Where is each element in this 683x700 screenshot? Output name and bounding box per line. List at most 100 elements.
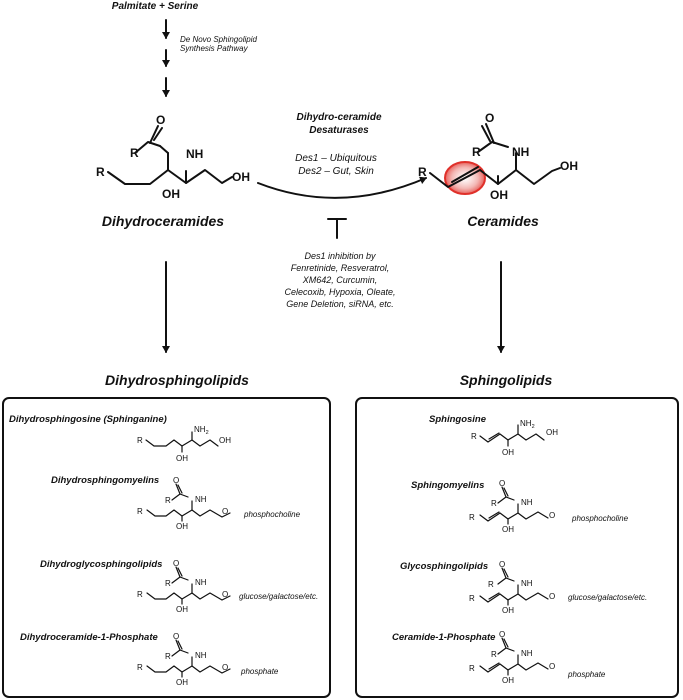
atom-r: R bbox=[469, 513, 475, 522]
atom-r2: R bbox=[165, 579, 171, 588]
enzyme-title-1: Dihydro-ceramide bbox=[296, 112, 381, 123]
atom-o2: O bbox=[549, 662, 555, 671]
atom-nh: NH bbox=[521, 579, 533, 588]
atom-o: O bbox=[173, 476, 179, 485]
des2-label: Des2 – Gut, Skin bbox=[298, 166, 374, 177]
pathway-label-1: De Novo Sphingolipid bbox=[180, 35, 257, 44]
atom-r: R bbox=[137, 590, 143, 599]
atom-r2: R bbox=[165, 496, 171, 505]
atom-r: R bbox=[137, 663, 143, 672]
atom-oh: OH bbox=[490, 188, 508, 202]
right-item-name-1: Sphingosine bbox=[429, 414, 487, 425]
ceramide-structure: R O R NH OH OH bbox=[418, 111, 578, 202]
right-panel bbox=[355, 397, 679, 698]
atom-oh2: OH bbox=[232, 170, 250, 184]
atom-nh: NH bbox=[195, 495, 207, 504]
atom-nh: NH bbox=[521, 649, 533, 658]
left-item-structure-2: R O R NH OH O phosphocholine bbox=[137, 476, 301, 531]
left-item-substituent-4: phosphate bbox=[240, 667, 279, 676]
inhibitors-line-1: Des1 inhibition by bbox=[304, 251, 376, 261]
left-item-name-4: Dihydroceramide-1-Phosphate bbox=[20, 632, 158, 643]
atom-r2: R bbox=[130, 146, 139, 160]
right-item-name-2: Sphingomyelins bbox=[411, 480, 484, 491]
atom-o2: O bbox=[549, 511, 555, 520]
right-item-structure-3: R O R NH OH O glucose/galactose/etc. bbox=[469, 560, 647, 615]
right-item-name-4: Ceramide-1-Phosphate bbox=[392, 632, 496, 643]
atom-oh: OH bbox=[502, 606, 514, 615]
atom-r: R bbox=[471, 432, 477, 441]
atom-r2: R bbox=[491, 499, 497, 508]
left-item-name-3: Dihydroglycosphingolipids bbox=[40, 559, 162, 570]
inhibitors-line-4: Celecoxib, Hypoxia, Oleate, bbox=[284, 287, 395, 297]
atom-r2: R bbox=[491, 650, 497, 659]
atom-oh: OH bbox=[502, 525, 514, 534]
atom-oh: OH bbox=[176, 522, 188, 531]
atom-oh: OH bbox=[176, 454, 188, 463]
atom-o: O bbox=[156, 113, 165, 127]
atom-r: R bbox=[418, 165, 427, 179]
atom-oh2: OH bbox=[219, 436, 231, 445]
des1-label: Des1 – Ubiquitous bbox=[295, 153, 377, 164]
atom-nh2: NH2 bbox=[194, 425, 209, 436]
atom-oh: OH bbox=[176, 678, 188, 687]
inhibitors-line-5: Gene Deletion, siRNA, etc. bbox=[286, 299, 394, 309]
atom-o: O bbox=[173, 632, 179, 641]
atom-oh: OH bbox=[502, 448, 514, 457]
inhibitors-line-2: Fenretinide, Resveratrol, bbox=[291, 263, 390, 273]
atom-r2: R bbox=[488, 580, 494, 589]
left-item-structure-4: R O R NH OH O phosphate bbox=[137, 632, 279, 687]
inhibitors-line-3: XM642, Curcumin, bbox=[302, 275, 378, 285]
atom-nh: NH bbox=[195, 651, 207, 660]
atom-nh: NH bbox=[512, 145, 529, 159]
left-item-name-1: Dihydrosphingosine (Sphinganine) bbox=[9, 414, 167, 425]
atom-nh2-label: NH bbox=[194, 425, 206, 434]
dihydroceramide-structure: R O R NH OH OH bbox=[96, 113, 250, 201]
left-item-substituent-3: glucose/galactose/etc. bbox=[239, 592, 318, 601]
atom-o: O bbox=[499, 560, 505, 569]
atom-oh2: OH bbox=[546, 428, 558, 437]
ceramides-label: Ceramides bbox=[467, 213, 539, 229]
atom-nh: NH bbox=[186, 147, 203, 161]
atom-r2: R bbox=[472, 145, 481, 159]
atom-o2: O bbox=[222, 590, 228, 599]
right-item-structure-1: R NH2 OH OH bbox=[471, 419, 558, 457]
right-item-substituent-4: phosphate bbox=[567, 670, 606, 679]
atom-r: R bbox=[96, 165, 105, 179]
atom-r: R bbox=[469, 664, 475, 673]
enzyme-title-2: Desaturases bbox=[309, 125, 369, 136]
atom-r: R bbox=[469, 594, 475, 603]
left-item-substituent-2: phosphocholine bbox=[243, 510, 301, 519]
pathway-label-2: Synthesis Pathway bbox=[180, 44, 249, 53]
atom-oh2: OH bbox=[560, 159, 578, 173]
left-item-structure-1: R NH2 OH OH bbox=[137, 425, 231, 463]
atom-oh: OH bbox=[162, 187, 180, 201]
atom-o2: O bbox=[549, 592, 555, 601]
left-item-structure-3: R O R NH OH O glucose/galactose/etc. bbox=[137, 559, 318, 614]
dihydrosphingolipids-label: Dihydrosphingolipids bbox=[105, 372, 249, 388]
atom-o2: O bbox=[222, 507, 228, 516]
left-panel bbox=[2, 397, 331, 698]
start-label: Palmitate + Serine bbox=[112, 1, 199, 12]
atom-nh2-subscript: 2 bbox=[532, 424, 535, 430]
atom-nh2-subscript: 2 bbox=[206, 430, 209, 436]
desaturase-arrow bbox=[257, 176, 427, 199]
dihydroceramides-label: Dihydroceramides bbox=[102, 213, 224, 229]
inhibition-symbol bbox=[327, 218, 347, 239]
atom-nh2-label: NH bbox=[520, 419, 532, 428]
atom-o2: O bbox=[222, 663, 228, 672]
atom-o: O bbox=[485, 111, 494, 125]
atom-nh: NH bbox=[195, 578, 207, 587]
atom-nh: NH bbox=[521, 498, 533, 507]
atom-nh2: NH2 bbox=[520, 419, 535, 430]
atom-r: R bbox=[137, 436, 143, 445]
sphingolipids-label: Sphingolipids bbox=[460, 372, 553, 388]
left-item-name-2: Dihydrosphingomyelins bbox=[51, 475, 159, 486]
right-item-structure-2: R O R NH OH O phosphocholine bbox=[469, 479, 629, 534]
right-item-substituent-3: glucose/galactose/etc. bbox=[568, 593, 647, 602]
atom-o: O bbox=[499, 479, 505, 488]
atom-o: O bbox=[499, 630, 505, 639]
right-item-structure-4: R O R NH OH O phosphate bbox=[469, 630, 606, 685]
right-item-substituent-2: phosphocholine bbox=[571, 514, 629, 523]
atom-r: R bbox=[137, 507, 143, 516]
